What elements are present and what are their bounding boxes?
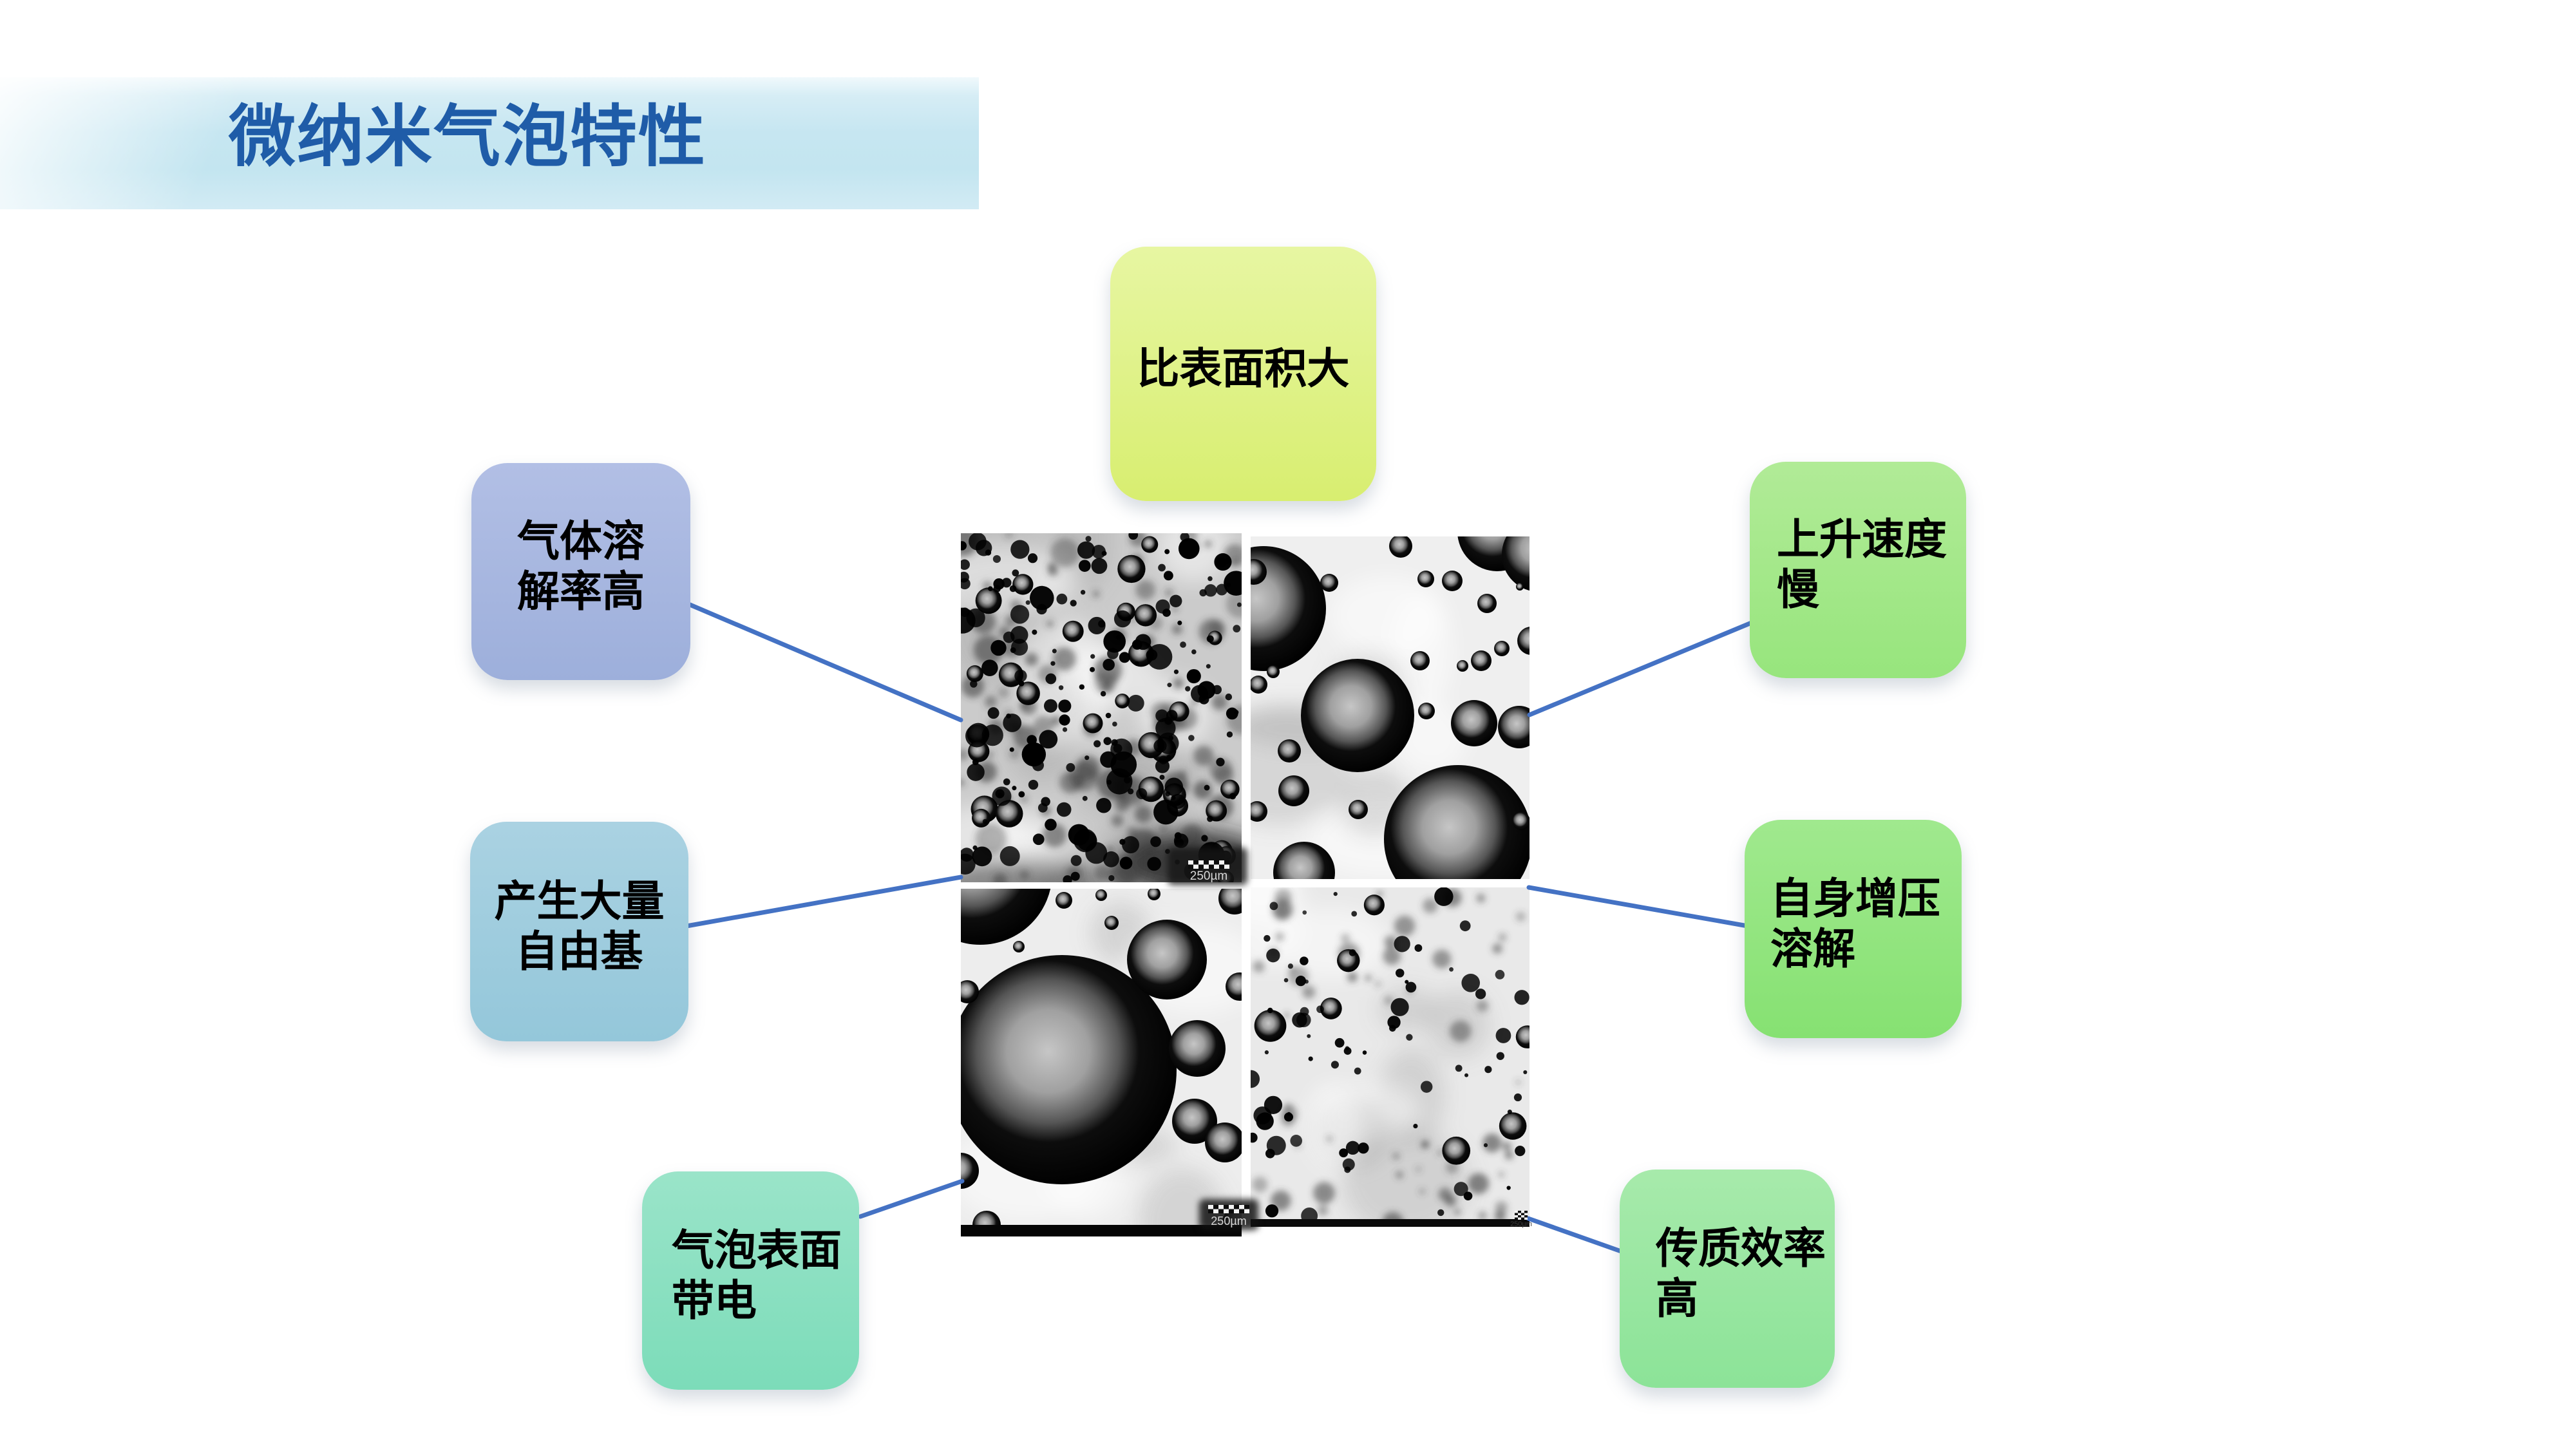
micrograph-panel-giant-bubble — [961, 889, 1242, 1236]
scale-bar-backdrop — [1199, 1199, 1258, 1230]
callout-label: 产生大量 自由基 — [494, 878, 665, 976]
callout-label: 传质效率 高 — [1656, 1225, 1826, 1323]
scale-bar — [1208, 1205, 1249, 1213]
micrograph-image — [1251, 536, 1530, 879]
callout-gas-dissolution-rate: 气体溶 解率高 — [471, 463, 690, 680]
callout-label: 自身增压 溶解 — [1770, 875, 1940, 973]
callout-label: 上升速度 慢 — [1777, 516, 1947, 614]
connector-gas-dissolution — [681, 600, 963, 723]
micrograph-image — [1251, 887, 1530, 1227]
micrograph-panel-dense-microbubbles — [961, 533, 1242, 882]
connector-slow-rise — [1527, 620, 1756, 717]
scale-bar — [1188, 860, 1229, 869]
callout-bubble-surface-charge: 气泡表面 带电 — [642, 1171, 859, 1390]
scale-bar — [1515, 1211, 1528, 1220]
micrograph-image — [961, 533, 1242, 882]
callout-high-mass-transfer: 传质效率 高 — [1620, 1170, 1835, 1388]
connector-free-radicals — [684, 875, 963, 929]
callout-label: 气体溶 解率高 — [517, 518, 645, 616]
scale-bar-label: 250µm — [1211, 1215, 1247, 1227]
title-banner — [0, 77, 979, 209]
callout-label: 气泡表面 带电 — [672, 1227, 842, 1325]
micrograph-panel-scattered-microbubbles — [1251, 887, 1530, 1227]
page-title: 微纳米气泡特性 — [229, 100, 707, 175]
callout-specific-surface-area: 比表面积大 — [1110, 247, 1376, 501]
callout-label: 比表面积大 — [1137, 345, 1350, 393]
callout-slow-rise-velocity: 上升速度 慢 — [1750, 462, 1966, 678]
callout-self-pressurized-dissolution: 自身增压 溶解 — [1745, 820, 1962, 1038]
connector-surface-charge — [858, 1179, 965, 1219]
micrograph-panel-large-bubbles — [1251, 536, 1530, 879]
connector-self-pressurized — [1526, 885, 1750, 929]
callout-free-radical-generation: 产生大量 自由基 — [470, 822, 688, 1041]
scale-bar-label: 250µm — [1510, 1220, 1532, 1228]
connector-mass-transfer — [1526, 1216, 1624, 1254]
scale-bar-label: 250µm — [1189, 869, 1228, 883]
micrograph-image — [961, 889, 1242, 1236]
